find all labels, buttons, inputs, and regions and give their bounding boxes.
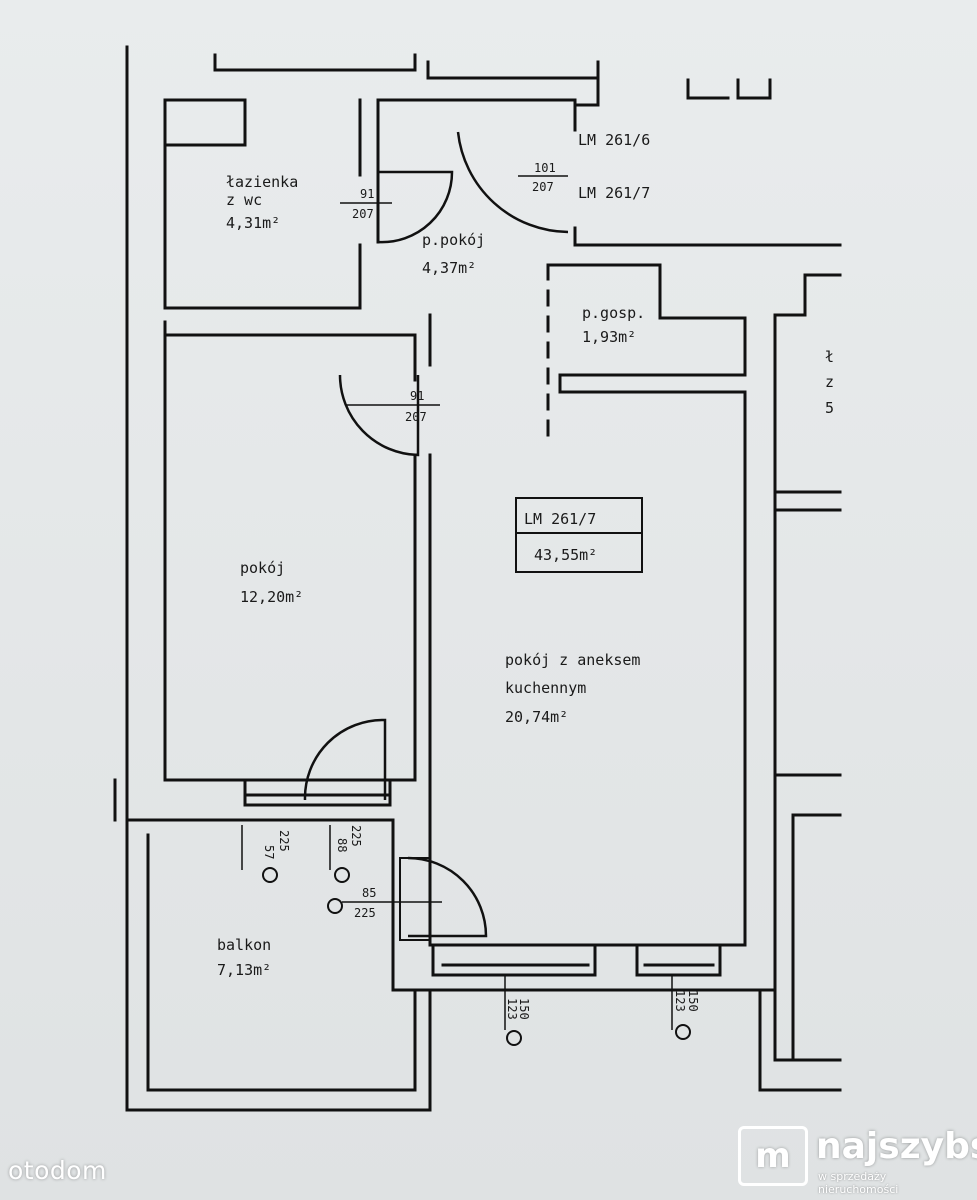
neighbor-wall-3 xyxy=(758,813,842,1092)
window-marker xyxy=(675,1024,691,1040)
corridor-wall-top xyxy=(163,98,247,147)
bedroom-name: pokój xyxy=(240,559,285,577)
najszybsi-logo-icon: m xyxy=(738,1126,808,1186)
bedroom-door-swing xyxy=(338,374,420,457)
bedroom-door-height: 207 xyxy=(405,410,427,424)
unit-id: LM 261/7 xyxy=(524,510,596,528)
bedroom-right-window-height: 225 xyxy=(349,825,363,847)
living-left-window-height: 150 xyxy=(517,998,531,1020)
window-marker xyxy=(262,867,278,883)
balcony-wall xyxy=(125,818,432,1112)
living-right-window-height: 150 xyxy=(686,990,700,1012)
balcony-door-height: 225 xyxy=(354,906,376,920)
living-name-2: kuchennym xyxy=(505,679,586,697)
najszybsi-tagline: w sprzedaży nieruchomości xyxy=(818,1170,899,1196)
bedroom-wall xyxy=(163,320,417,782)
bathroom-door-swing xyxy=(377,170,454,244)
storage-name: p.gosp. xyxy=(582,304,645,322)
living-outer xyxy=(391,313,777,992)
balcony-door-swing xyxy=(407,856,488,938)
bedroom-right-window-width: 88 xyxy=(335,838,349,852)
bathroom-wall xyxy=(163,143,362,310)
storage-area: 1,93m² xyxy=(582,328,636,346)
neighbor-label-2: z xyxy=(825,373,834,391)
hallway-name: p.pokój xyxy=(422,231,485,249)
najszybsi-name: najszybsi xyxy=(816,1126,977,1167)
balcony-door-frame xyxy=(399,857,431,941)
neighbor-unit-6: LM 261/6 xyxy=(578,131,650,149)
window-marker xyxy=(334,867,350,883)
entry-door-width: 101 xyxy=(534,161,556,175)
neighbor-wall-2 xyxy=(773,508,842,777)
window-marker xyxy=(506,1030,522,1046)
bedroom-window-door-swing xyxy=(303,718,387,801)
top-right-bits xyxy=(686,78,772,100)
neighbor-label-1: ł xyxy=(825,348,834,366)
hallway-area: 4,37m² xyxy=(422,259,476,277)
living-wall xyxy=(430,390,747,947)
living-left-window-width: 123 xyxy=(505,998,519,1020)
bathroom-name-1: łazienka xyxy=(226,173,298,191)
entry-door-height: 207 xyxy=(532,180,554,194)
bathroom-area: 4,31m² xyxy=(226,214,280,232)
neighbor-label-3: 5 xyxy=(825,399,834,417)
najszybsi-watermark: m najszybsi w sprzedaży nieruchomości xyxy=(738,1124,977,1196)
door-marker xyxy=(327,898,343,914)
living-name-1: pokój z aneksem xyxy=(505,651,640,669)
neighbor-unit-7: LM 261/7 xyxy=(578,184,650,202)
entry-door-swing xyxy=(456,131,569,234)
bedroom-left-window-height: 225 xyxy=(277,830,291,852)
bathroom-name-2: z wc xyxy=(226,191,262,209)
top-wall-left xyxy=(213,53,417,72)
unit-box-frame xyxy=(515,497,643,573)
bedroom-area: 12,20m² xyxy=(240,588,303,606)
bedroom-left-window-width: 57 xyxy=(262,845,276,859)
living-area: 20,74m² xyxy=(505,708,568,726)
right-upper-wall xyxy=(573,226,842,247)
balcony-area: 7,13m² xyxy=(217,961,271,979)
unit-area: 43,55m² xyxy=(534,546,597,564)
neighbor-wall-1 xyxy=(773,273,842,494)
bedroom-door-width: 91 xyxy=(410,389,424,403)
bathroom-door-height: 207 xyxy=(352,207,374,221)
entry-wall xyxy=(573,78,600,107)
bathroom-door-width: 91 xyxy=(360,187,374,201)
balcony-door-width: 85 xyxy=(362,886,376,900)
balcony-name: balkon xyxy=(217,936,271,954)
living-window-right xyxy=(635,943,722,977)
storage-wall xyxy=(546,263,747,394)
living-right-window-width: 123 xyxy=(673,990,687,1012)
bedroom-window-wall xyxy=(113,778,395,992)
otodom-watermark: otodom xyxy=(8,1156,107,1185)
outer-wall-left xyxy=(125,45,150,822)
top-wall-right xyxy=(426,60,600,80)
living-window-left xyxy=(431,943,597,977)
